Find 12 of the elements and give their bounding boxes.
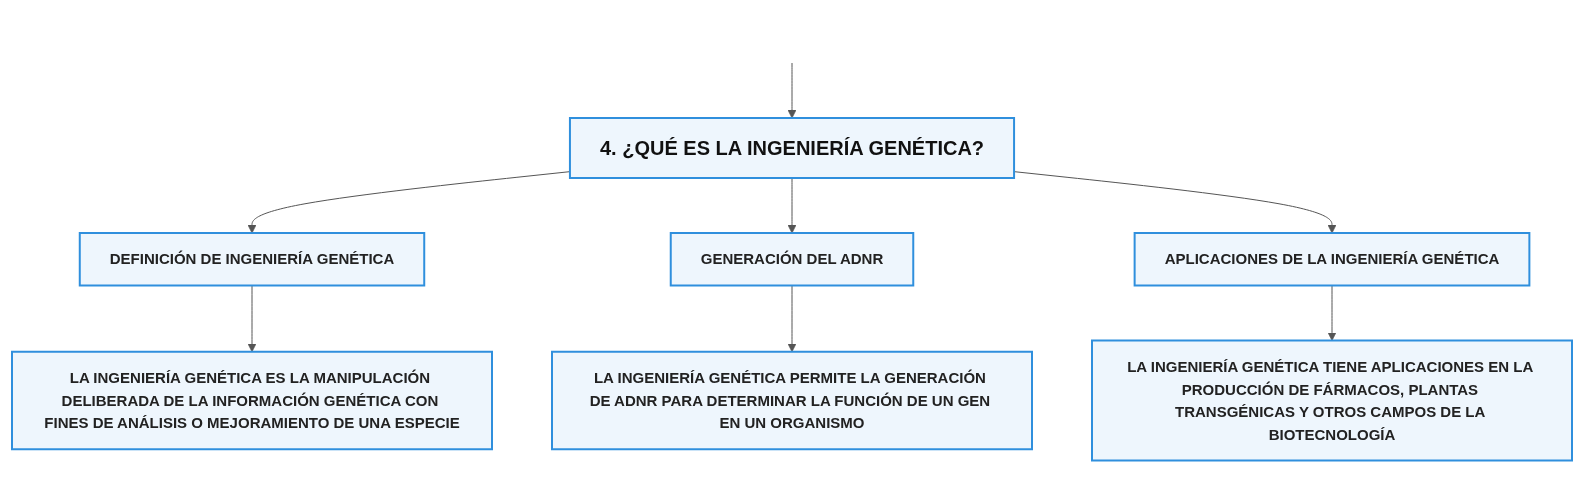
node-box: LA INGENIERÍA GENÉTICA PERMITE LA GENERACIÓN DE ADNR PARA DETERMINAR LA FUNCIÓN DE UN GEN EN UN ORGANISMO [551,351,1033,451]
arrow [787,62,797,119]
node-box: LA INGENIERÍA GENÉTICA ES LA MANIPULACIÓN DELIBERADA DE LA INFORMACIÓN GENÉTICA CON FINES DE ANÁLISIS O MEJORAMIENTO DE UNA ESPECIE [11,351,493,451]
arrow [247,285,257,353]
node-box: DEFINICIÓN DE INGENIERÍA GENÉTICA [78,232,426,287]
node-box: 4. ¿QUÉ ES LA INGENIERÍA GENÉTICA? [568,117,1016,180]
arrow [787,177,797,234]
arrow [247,171,571,234]
node-box: LA INGENIERÍA GENÉTICA TIENE APLICACIONES EN LA PRODUCCIÓN DE FÁRMACOS, PLANTAS TRANSGÉNICAS Y OTROS CAMPOS DE LA BIOTECNOLOGÍA [1091,339,1573,462]
node-box: GENERACIÓN DEL ADNR [669,232,915,287]
node-box: APLICACIONES DE LA INGENIERÍA GENÉTICA [1133,232,1531,287]
arrow [787,285,797,353]
